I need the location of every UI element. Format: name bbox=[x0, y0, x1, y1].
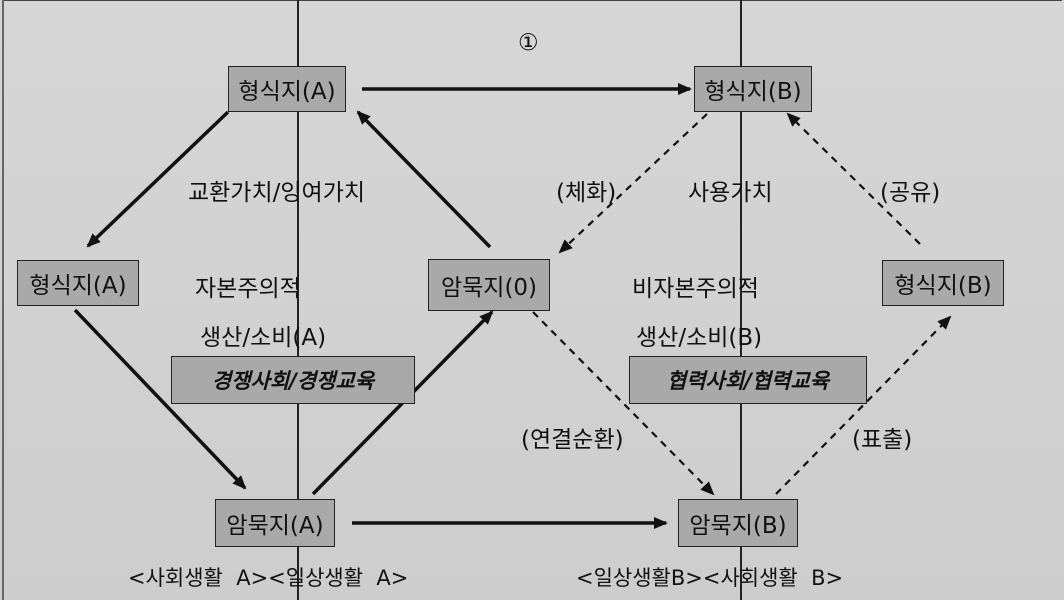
label-exchange-value: 교환가치/잉여가치 bbox=[188, 180, 366, 206]
node-tacit-knowledge-b: 암묵지(B) bbox=[678, 499, 798, 547]
arrow-explicit-a-top-to-left bbox=[86, 110, 230, 248]
caption-right: <일상생활B><사회생활 B> bbox=[576, 566, 844, 590]
figure-number: ① bbox=[518, 30, 539, 56]
node-explicit-knowledge-a-top: 형식지(A) bbox=[228, 66, 346, 112]
node-tacit-knowledge-zero: 암묵지(0) bbox=[428, 259, 550, 311]
label-expression: (표출) bbox=[852, 427, 913, 453]
dashed-arrow-explicit-b-right-to-explicit-b bbox=[786, 112, 921, 245]
label-production-consumption-a: 생산/소비(A) bbox=[200, 325, 327, 351]
label-production-consumption-b: 생산/소비(B) bbox=[636, 325, 763, 351]
node-explicit-knowledge-a-left: 형식지(A) bbox=[17, 260, 139, 306]
label-noncapitalist: 비자본주의적 bbox=[632, 276, 759, 302]
dashed-arrow-tacit-zero-to-tacit-b bbox=[532, 311, 715, 496]
caption-left: <사회생활 A><일상생활 A> bbox=[128, 566, 409, 590]
node-tacit-knowledge-a: 암묵지(A) bbox=[215, 499, 335, 547]
arrow-tacit-zero-to-explicit-a bbox=[356, 110, 492, 249]
dashed-arrow-tacit-b-to-explicit-b-right bbox=[775, 315, 952, 495]
label-sharing: (공유) bbox=[880, 180, 941, 206]
arrow-explicit-a-left-to-tacit-a bbox=[73, 308, 247, 490]
label-connection-cycle: (연결순환) bbox=[521, 427, 624, 453]
node-explicit-knowledge-b-right: 형식지(B) bbox=[882, 260, 1004, 306]
box-cooperation-society: 협력사회/협력교육 bbox=[629, 356, 867, 404]
box-competition-society: 경쟁사회/경쟁교육 bbox=[171, 356, 415, 404]
node-explicit-knowledge-b-top: 형식지(B) bbox=[694, 66, 812, 112]
label-capitalist: 자본주의적 bbox=[195, 276, 301, 302]
label-embodiment: (체화) bbox=[556, 180, 617, 206]
label-use-value: 사용가치 bbox=[688, 180, 773, 206]
frame-left-border bbox=[2, 0, 4, 600]
frame-top-border bbox=[2, 0, 1062, 1]
